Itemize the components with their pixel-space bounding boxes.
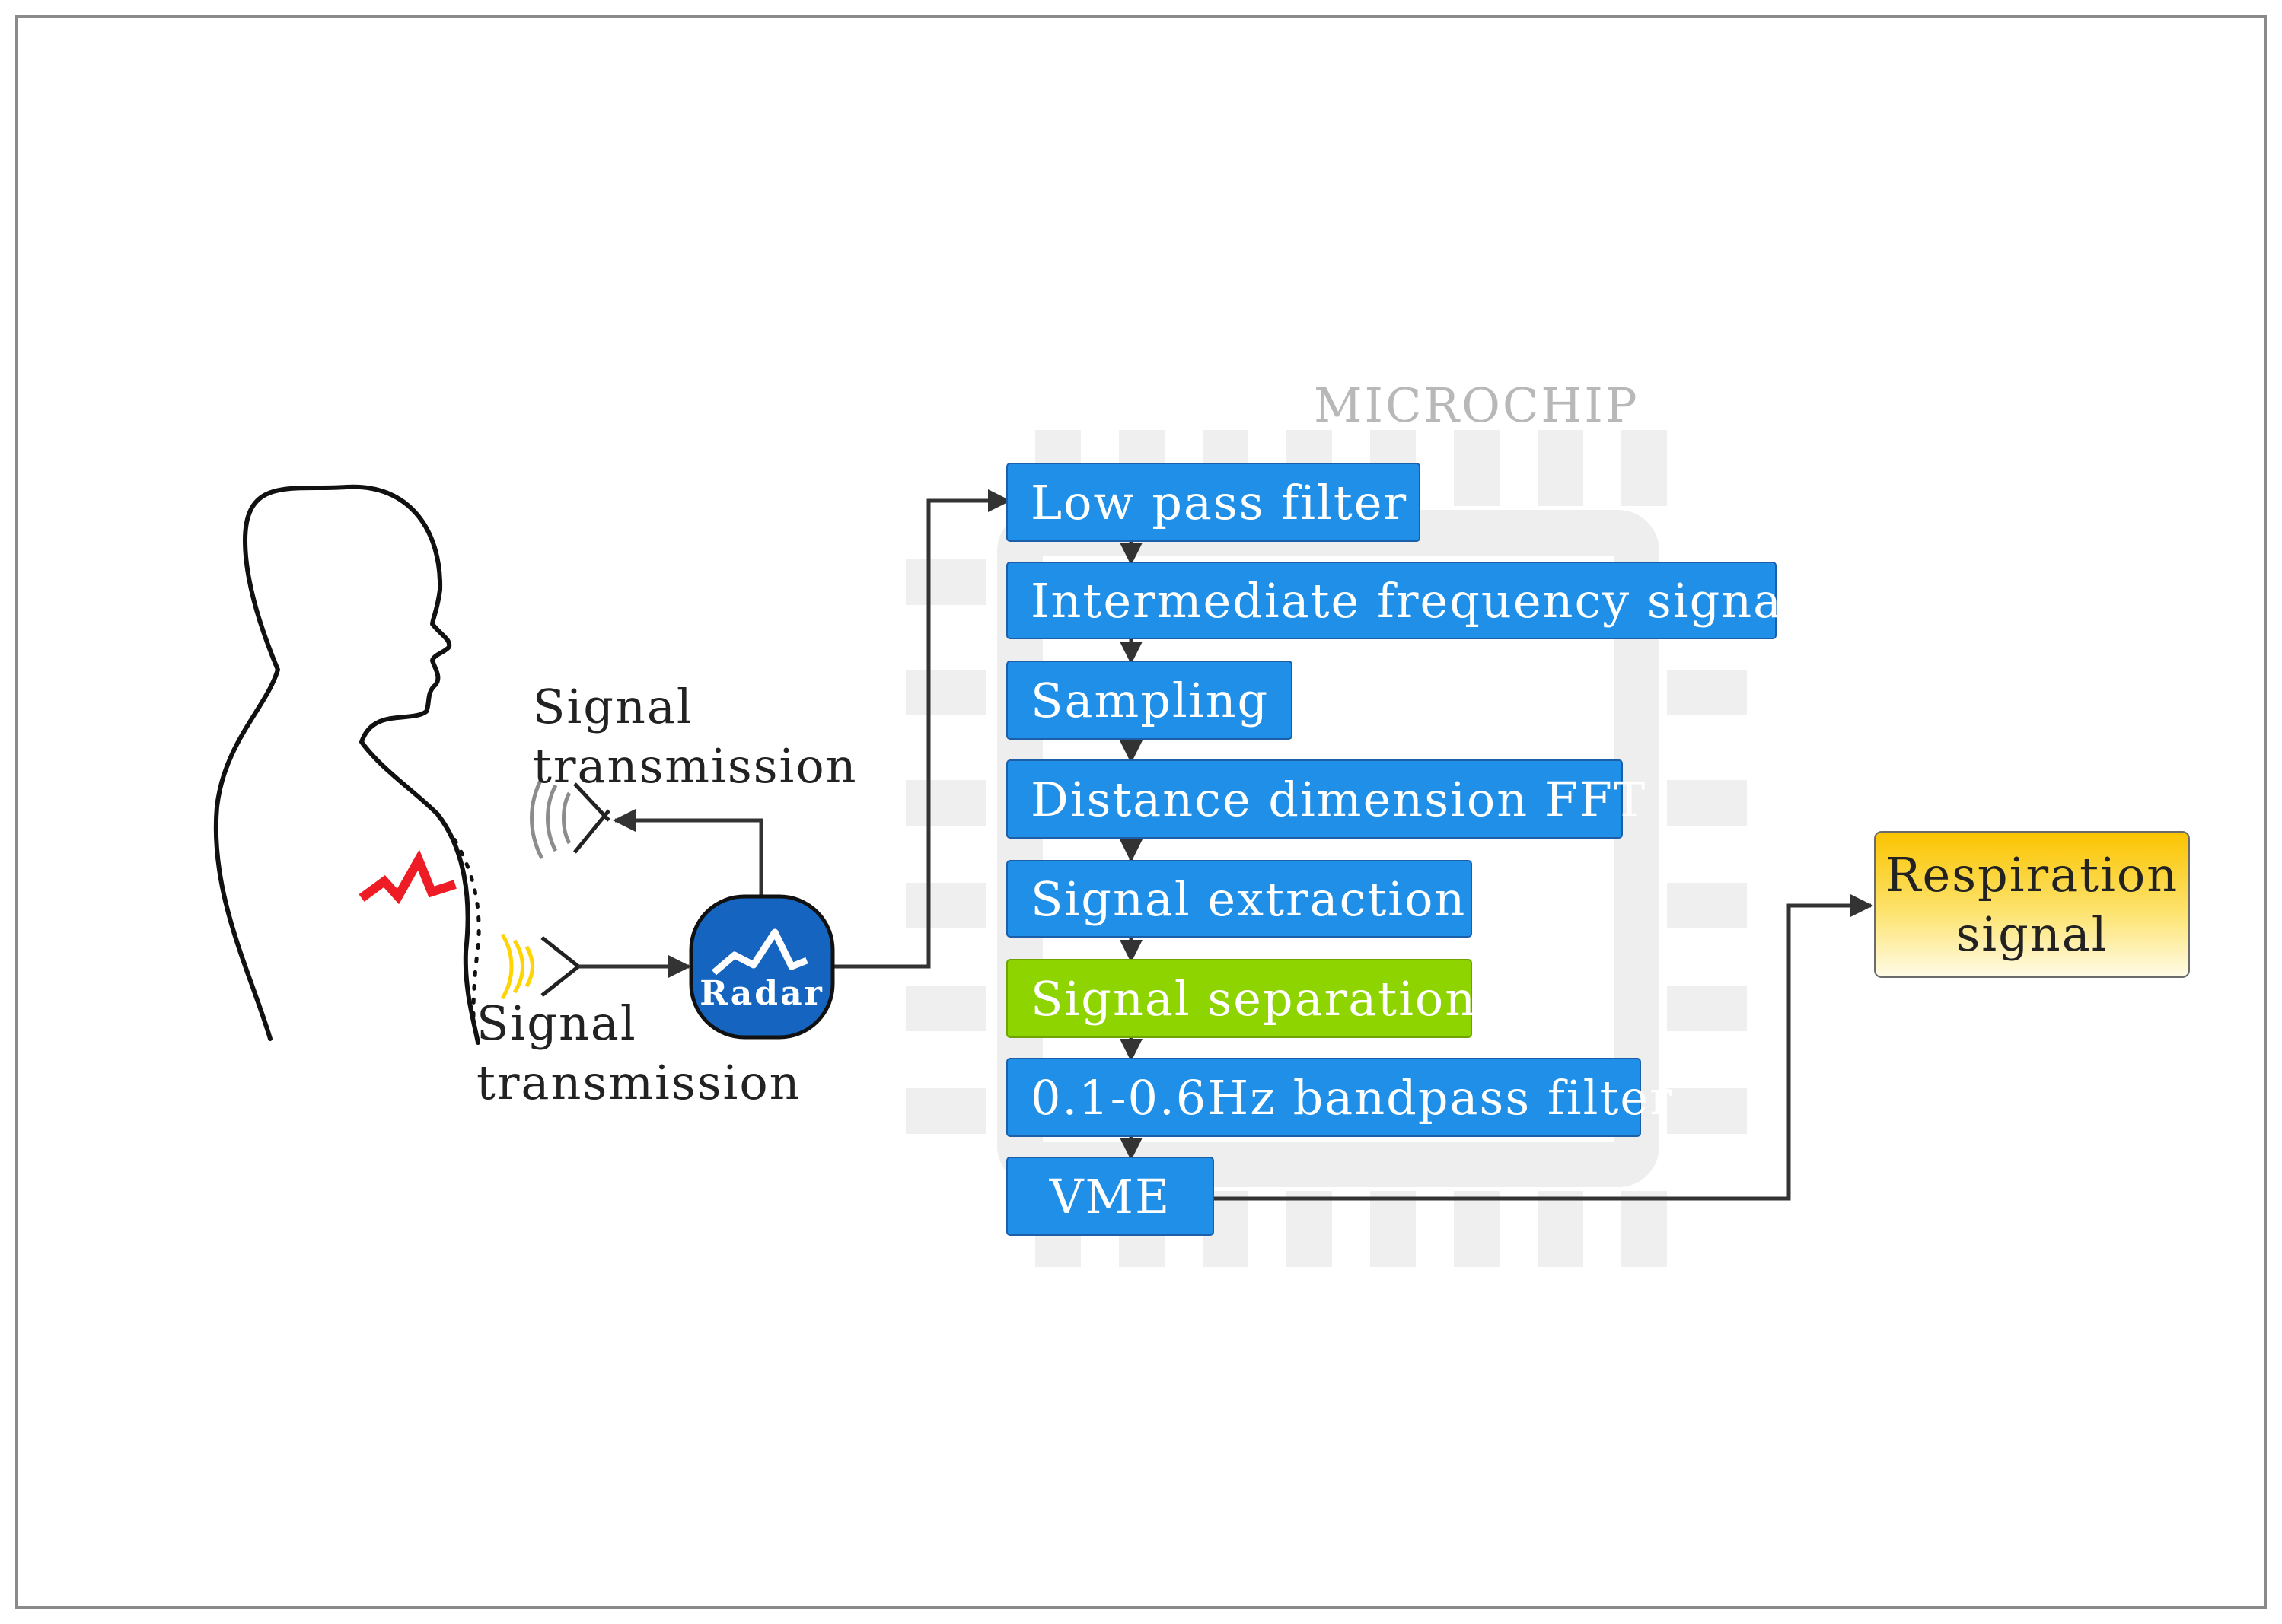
radar-label: Radar: [700, 974, 824, 1013]
radar-device: [689, 894, 835, 1040]
transmit-label-line1: Signal: [533, 679, 693, 734]
chest-motion-line: [428, 804, 481, 1022]
receive-label-line1: Signal: [476, 995, 637, 1051]
step-vme: VME: [1006, 1157, 1214, 1236]
step-signal-extraction: Signal extraction: [1006, 860, 1472, 938]
connectors: [578, 489, 1873, 1201]
person-silhouette: [213, 484, 480, 1045]
receive-label-line2: transmission: [476, 1055, 802, 1110]
step-sampling: Sampling: [1006, 661, 1292, 740]
microchip-watermark: [906, 430, 1747, 1267]
radar-wave-icon: [712, 928, 808, 976]
output-label-line1: Respiration: [1885, 846, 2179, 903]
step-intermediate-frequency-signal: Intermediate frequency signal: [1006, 562, 1798, 639]
step-bandpass-filter: 0.1-0.6Hz bandpass filter: [1006, 1058, 1672, 1137]
receive-antenna-icon: [500, 933, 582, 1000]
transmit-antenna-icon: [530, 776, 610, 860]
step-low-pass-filter: Low pass filter: [1006, 463, 1420, 542]
diagram-frame: [15, 15, 2267, 1609]
transmit-label-line2: transmission: [533, 738, 858, 794]
respiration-signal-output: Respiration signal: [1874, 831, 2190, 978]
step-distance-dimension-fft: Distance dimension FFT: [1006, 759, 1645, 839]
step-signal-separation: Signal separation: [1006, 959, 1475, 1038]
heartbeat-icon: [359, 849, 457, 905]
output-label-line2: signal: [1955, 906, 2108, 962]
microchip-title: MICROCHIP: [1314, 377, 1640, 433]
